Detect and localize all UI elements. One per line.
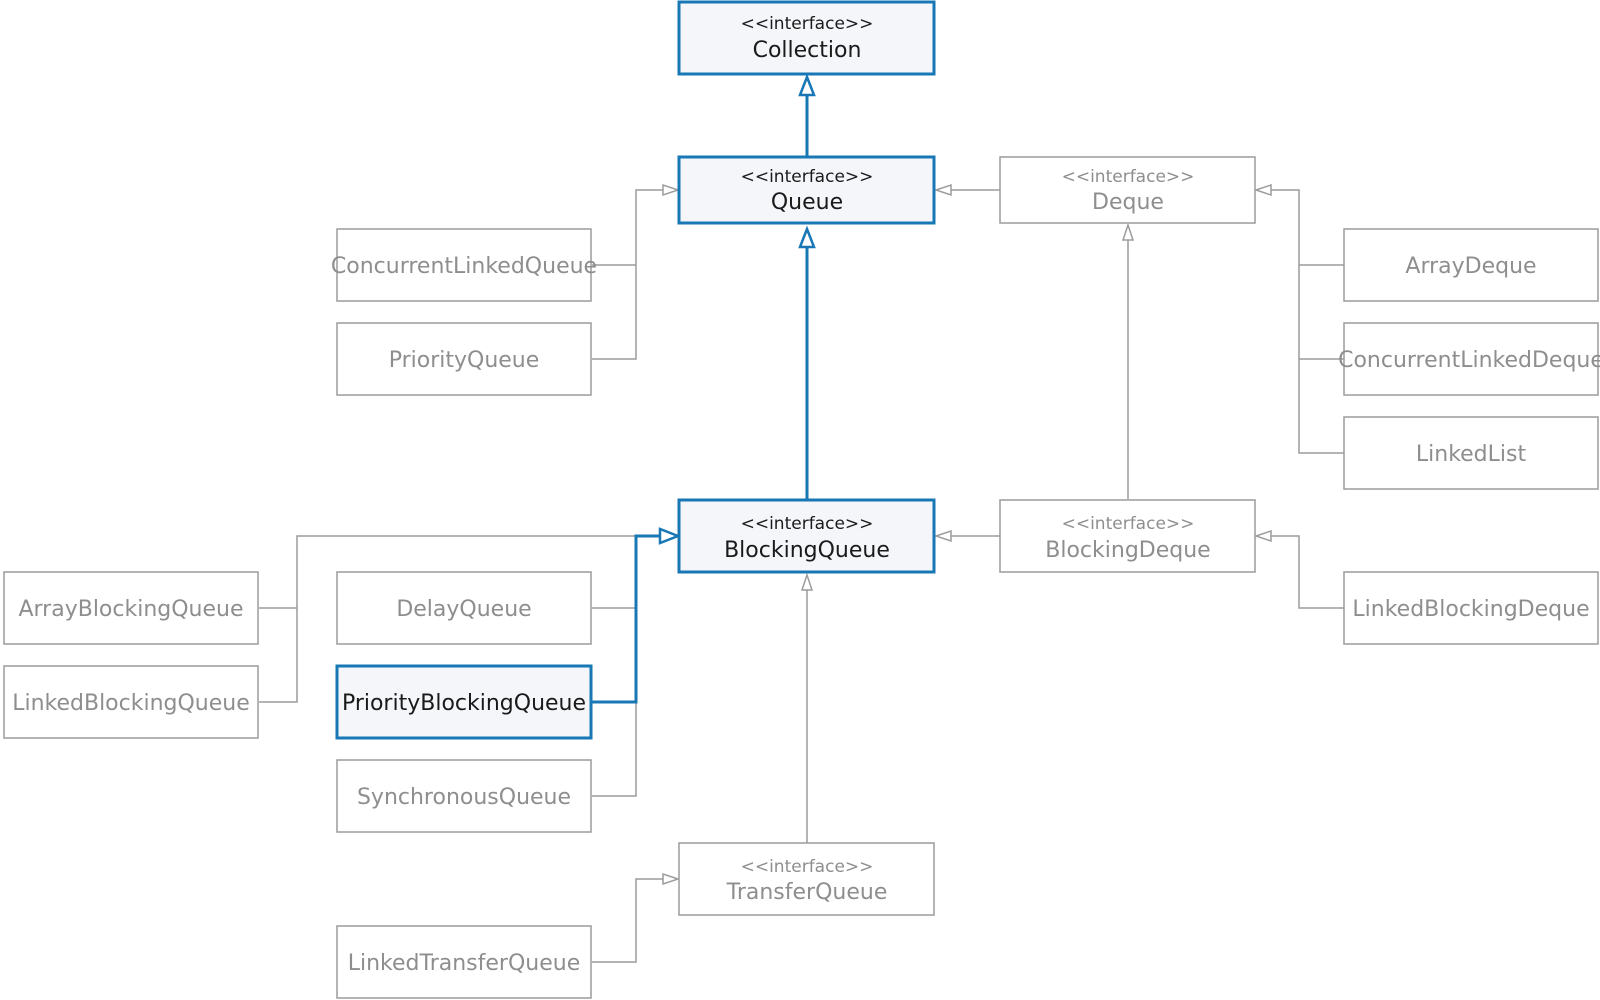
edge-deque-impls-to-deque bbox=[1270, 189, 1344, 454]
arrowhead-transferqueue-left bbox=[662, 872, 681, 886]
svg-text:LinkedBlockingDeque: LinkedBlockingDeque bbox=[1352, 597, 1589, 622]
edge-dq-sq-to-blockingqueue bbox=[592, 607, 637, 797]
node-priority-queue: PriorityQueue bbox=[336, 322, 592, 396]
svg-text:LinkedList: LinkedList bbox=[1416, 442, 1527, 467]
node-priority-blocking-queue: PriorityBlockingQueue bbox=[335, 664, 593, 740]
node-queue: <<interface>> Queue bbox=[677, 155, 936, 225]
arrowhead-blockingqueue-left bbox=[658, 527, 682, 545]
arrowhead-blockingqueue-bottom bbox=[800, 572, 814, 591]
node-blocking-deque: <<interface>> BlockingDeque bbox=[999, 499, 1256, 573]
svg-text:SynchronousQueue: SynchronousQueue bbox=[357, 785, 571, 810]
edge-ltq-to-transferqueue bbox=[592, 878, 663, 963]
node-delay-queue: DelayQueue bbox=[336, 571, 592, 645]
svg-text:<<interface>>: <<interface>> bbox=[1062, 167, 1195, 187]
node-linked-blocking-deque: LinkedBlockingDeque bbox=[1343, 571, 1599, 645]
node-concurrent-linked-queue: ConcurrentLinkedQueue bbox=[331, 228, 597, 302]
arrowhead-blockingdeque-right bbox=[1253, 529, 1272, 543]
node-array-deque: ArrayDeque bbox=[1343, 228, 1599, 302]
svg-text:<<interface>>: <<interface>> bbox=[741, 857, 874, 877]
arrowhead-queue-left bbox=[662, 183, 681, 197]
svg-text:ConcurrentLinkedDeque: ConcurrentLinkedDeque bbox=[1338, 348, 1600, 373]
svg-text:PriorityQueue: PriorityQueue bbox=[389, 348, 540, 373]
svg-text:TransferQueue: TransferQueue bbox=[726, 880, 888, 905]
node-linked-blocking-queue: LinkedBlockingQueue bbox=[3, 665, 259, 739]
svg-text:Deque: Deque bbox=[1092, 190, 1164, 215]
node-transfer-queue: <<interface>> TransferQueue bbox=[678, 842, 935, 916]
arrowhead-queue bbox=[798, 225, 816, 249]
svg-text:BlockingQueue: BlockingQueue bbox=[724, 538, 890, 563]
svg-text:<<interface>>: <<interface>> bbox=[741, 14, 874, 34]
node-concurrent-linked-deque: ConcurrentLinkedDeque bbox=[1338, 322, 1600, 396]
edge-lbd-to-blockingdeque bbox=[1270, 535, 1344, 609]
arrowhead-deque-right bbox=[1253, 183, 1272, 197]
node-linked-list: LinkedList bbox=[1343, 416, 1599, 490]
node-collection: <<interface>> Collection bbox=[677, 0, 936, 76]
edge-pbq-to-blockingqueue bbox=[592, 534, 660, 704]
edge-abq-lbq-to-blockingqueue bbox=[259, 535, 636, 703]
svg-text:BlockingDeque: BlockingDeque bbox=[1045, 538, 1210, 563]
svg-text:Queue: Queue bbox=[771, 190, 843, 215]
node-synchronous-queue: SynchronousQueue bbox=[336, 759, 592, 833]
arrowhead-collection bbox=[798, 73, 816, 97]
node-deque: <<interface>> Deque bbox=[999, 156, 1256, 224]
svg-text:ArrayDeque: ArrayDeque bbox=[1405, 254, 1536, 279]
node-linked-transfer-queue: LinkedTransferQueue bbox=[336, 925, 592, 999]
node-blocking-queue: <<interface>> BlockingQueue bbox=[677, 498, 936, 574]
svg-text:<<interface>>: <<interface>> bbox=[741, 167, 874, 187]
svg-text:<<interface>>: <<interface>> bbox=[741, 514, 874, 534]
svg-text:LinkedTransferQueue: LinkedTransferQueue bbox=[348, 951, 581, 976]
node-array-blocking-queue: ArrayBlockingQueue bbox=[3, 571, 259, 645]
svg-text:Collection: Collection bbox=[753, 38, 862, 63]
svg-text:PriorityBlockingQueue: PriorityBlockingQueue bbox=[342, 691, 586, 716]
svg-text:DelayQueue: DelayQueue bbox=[396, 597, 531, 622]
arrowhead-blockingqueue-right bbox=[933, 529, 952, 543]
svg-text:<<interface>>: <<interface>> bbox=[1062, 514, 1195, 534]
svg-text:ArrayBlockingQueue: ArrayBlockingQueue bbox=[18, 597, 243, 622]
svg-text:ConcurrentLinkedQueue: ConcurrentLinkedQueue bbox=[331, 254, 597, 279]
edge-clq-pq-to-queue bbox=[592, 189, 663, 360]
svg-text:LinkedBlockingQueue: LinkedBlockingQueue bbox=[12, 691, 250, 716]
arrowhead-queue-right bbox=[933, 183, 952, 197]
arrowhead-deque-bottom bbox=[1121, 222, 1135, 241]
